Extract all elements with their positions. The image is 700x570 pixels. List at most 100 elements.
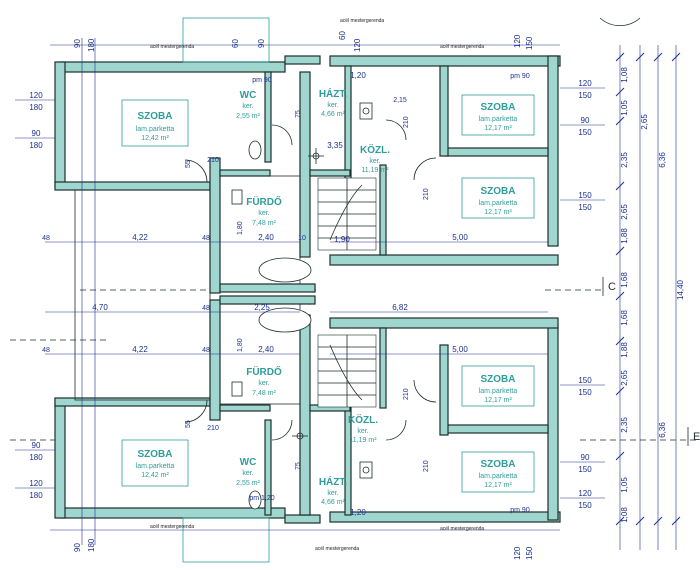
room-area: 4,66 m² [321,499,345,506]
dim-text: 180 [29,103,43,112]
room-floor: lam.parketta [136,463,175,470]
dim-text: 1,80 [237,338,244,352]
room-corr-top: KÖZL. ker. 11,19 m² [360,143,390,174]
room-area: 2,55 m² [236,480,260,487]
dim-text: 48 [202,235,210,242]
dim-text: 1,68 [620,272,629,288]
section-c-label: C [608,281,616,293]
bathtub-bottom-symbol [258,307,312,333]
interior-dims: 4,22 4,70 4,22 2,40 2,40 2,25 5,00 5,00 … [92,71,468,517]
note-text: acél mestergerenda [340,18,384,24]
dim-text: 210 [403,388,410,400]
dim-text: 55 [185,160,192,168]
room-bed-tr2: SZOBA lam.parketta 12,17 m² [479,186,518,216]
level-markers [292,148,324,444]
dim-text: 1,20 [350,71,366,80]
dim-text: 4,70 [92,303,108,312]
room-floor: ker. [258,380,269,387]
dim-text: 6,36 [658,422,667,438]
lintel-notes: acél mestergerenda acél mestergerenda ac… [150,18,484,552]
room-area: 12,42 m² [141,135,169,142]
room-wc-top: WC ker. 2,55 m² [236,90,260,120]
dim-text: 150 [525,546,534,560]
dim-text: 6,82 [392,303,408,312]
dim-text: 150 [578,191,592,200]
room-bed-bl: SZOBA lam.parketta 12,42 m² [136,449,175,479]
door-swings [184,17,641,441]
room-area: 12,42 m² [141,472,169,479]
room-tags [121,94,535,493]
room-floor: ker. [357,428,368,435]
room-name: KÖZL. [348,413,378,426]
note-text: acél mestergerenda [150,44,194,50]
misc-dims: 48 48 48 48 48 55 55 10 75 75 210 210 21… [42,73,530,514]
dim-text: 48 [42,347,50,354]
room-area: 11,19 m² [349,437,377,444]
room-bath-bot: FÜRDŐ ker. 7,48 m² [246,365,282,397]
dimension-lines [15,38,677,550]
dim-text: 2,40 [258,345,274,354]
dim-text: 210 [423,188,430,200]
note-text: acél mestergerenda [150,524,194,530]
dim-text: 2,35 [620,152,629,168]
dim-text: pm 90 [252,77,272,84]
room-floor: lam.parketta [479,473,518,480]
dim-text: 90 [581,116,590,125]
dim-text: 1,68 [620,310,629,326]
stair-top [317,177,377,251]
dim-text: 210 [403,116,410,128]
room-area: 7,48 m² [252,390,276,397]
section-markers: C E [602,277,700,446]
dim-text: 2,15 [393,97,407,104]
dim-text: 150 [525,36,534,50]
sink-top-symbol [359,102,373,120]
dim-text: 4,22 [132,233,148,242]
dim-text: 75 [295,110,302,118]
section-e-label: E [693,431,700,443]
dim-text: 180 [87,38,96,52]
room-name: SZOBA [481,374,516,385]
room-pantry-bot: HÁZT. ker. 4,66 m² [319,475,348,506]
note-text: acél mestergerenda [440,526,484,532]
room-name: HÁZT. [319,475,348,488]
dim-text: 1,05 [620,100,629,116]
stair-bottom [317,334,377,408]
dim-text: 180 [87,538,96,552]
dim-text: 180 [29,141,43,150]
room-name: KÖZL. [360,143,390,156]
dim-text: 210 [207,425,219,432]
sink-bottom-symbol [359,461,373,479]
room-bed-br2: SZOBA lam.parketta 12,17 m² [479,459,518,489]
dim-text: 120 [29,479,43,488]
note-text: acél mestergerenda [440,44,484,50]
room-corr-bot: KÖZL. ker. 11,19 m² [348,413,378,444]
room-bed-tl: SZOBA lam.parketta 12,42 m² [136,111,175,142]
top-dim-chain: 90 180 60 90 60 120 120 150 90 180 120 1… [73,31,534,560]
room-area: 4,66 m² [321,111,345,118]
dim-text: pm 90 [510,73,530,80]
dim-text: 90 [73,543,82,552]
dim-text: 1,88 [620,228,629,244]
dim-text: 90 [32,129,41,138]
dim-total: 14,40 [676,279,685,300]
dim-text: 150 [578,388,592,397]
dim-text: 55 [185,420,192,428]
dim-text: 120 [513,546,522,560]
room-wc-bot: WC ker. 2,55 m² [236,457,260,487]
room-name: SZOBA [138,111,173,122]
room-area: 2,55 m² [236,113,260,120]
sink-bath-bot-symbol [231,381,243,397]
dim-text: 120 [353,38,362,52]
dim-text: 120 [578,79,592,88]
dim-text: 5,00 [452,345,468,354]
dim-text: 180 [29,453,43,462]
room-floor: ker. [242,470,253,477]
dim-text: 120 [578,489,592,498]
bathtub-top-symbol [258,257,312,283]
dim-text: 150 [578,91,592,100]
dim-text: 180 [29,491,43,500]
dim-text: pm 90 [510,507,530,514]
dim-text: 2,35 [620,417,629,433]
room-floor: ker. [327,102,338,109]
dim-text: 1,20 [350,508,366,517]
